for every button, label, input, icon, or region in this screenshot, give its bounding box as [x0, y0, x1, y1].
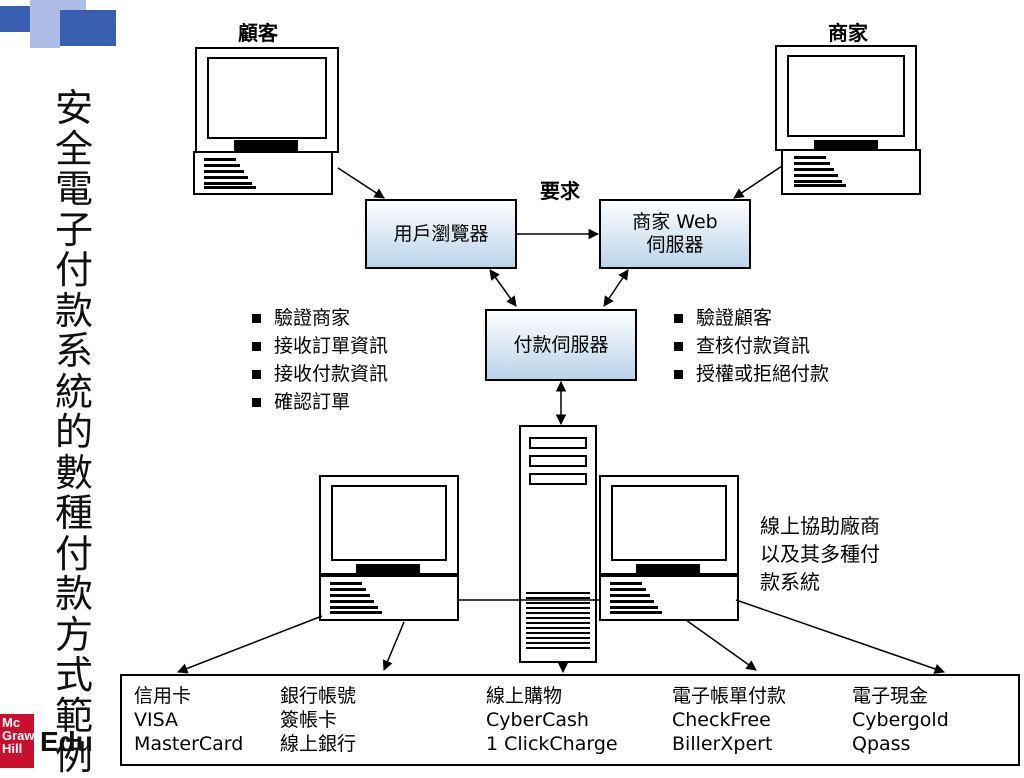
- slide-title-char: 電: [54, 167, 93, 211]
- slide-title-char: 式: [54, 653, 93, 697]
- payment-method-item: BillerXpert: [672, 733, 773, 755]
- list-item: 確認訂單: [250, 388, 388, 416]
- provider-computer-left-icon: [319, 475, 459, 621]
- payment-server-text: 付款伺服器: [513, 333, 609, 356]
- payment-method-item: 線上銀行: [280, 733, 357, 755]
- slide-title-char: 的: [54, 410, 93, 454]
- logo-line: Mc: [2, 715, 21, 730]
- provider-note-line: 款系統: [760, 570, 820, 594]
- merchant-label: 商家: [828, 21, 868, 45]
- tower-server-icon: [519, 425, 597, 663]
- edu-wordmark: Edu: [40, 726, 93, 757]
- payment-method-title: 線上購物: [486, 685, 563, 707]
- provider-computer-right-icon: [599, 475, 739, 621]
- payment-method-item: Cybergold: [852, 709, 949, 731]
- mcgraw-hill-logo: Mc Graw Hill: [0, 714, 35, 768]
- slide-title-char: 子: [54, 207, 93, 252]
- payment-server-box-label: 付款伺服器: [486, 310, 636, 380]
- corner-decoration: [0, 0, 120, 60]
- logo-line: Hill: [2, 741, 23, 756]
- payment-method-e-cash: 電子現金 Cybergold Qpass: [852, 684, 949, 756]
- slide-title-char: 付: [54, 248, 93, 292]
- list-item: 授權或拒絕付款: [672, 360, 829, 388]
- list-item: 驗證商家: [250, 304, 388, 332]
- browser-box-label: 用戶瀏覽器: [366, 200, 516, 268]
- provider-note-line: 以及其多種付: [760, 542, 880, 566]
- browser-box-text: 用戶瀏覽器: [393, 222, 489, 245]
- right-task-list: 驗證顧客 查核付款資訊 授權或拒絕付款: [672, 304, 829, 388]
- slide-title-char: 系: [54, 329, 93, 373]
- payment-method-item: 簽帳卡: [280, 709, 338, 731]
- payment-server-box: [485, 309, 637, 381]
- payment-method-title: 銀行帳號: [280, 685, 357, 707]
- payment-method-credit-card: 信用卡 VISA MasterCard: [134, 684, 243, 756]
- payment-method-bank-account: 銀行帳號 簽帳卡 線上銀行: [280, 684, 356, 756]
- slide-title-char: 付: [54, 531, 93, 576]
- customer-computer-icon: [193, 47, 339, 195]
- provider-note: 線上協助廠商 以及其多種付 款系統: [760, 512, 880, 596]
- customer-label: 顧客: [238, 21, 278, 45]
- list-item: 驗證顧客: [672, 304, 829, 332]
- left-task-list: 驗證商家 接收訂單資訊 接收付款資訊 確認訂單: [250, 304, 388, 416]
- slide-title-char: 款: [54, 288, 93, 333]
- merchant-server-box-label: 商家 Web 伺服器: [600, 200, 750, 268]
- payment-method-item: Qpass: [852, 733, 911, 755]
- slide-title-char: 種: [54, 491, 93, 535]
- slide-title-char: 安: [54, 86, 93, 130]
- payment-method-title: 電子現金: [852, 685, 929, 707]
- merchant-server-line-2: 伺服器: [646, 234, 704, 256]
- list-item: 查核付款資訊: [672, 332, 829, 360]
- slide-title-char: 統: [54, 369, 93, 414]
- merchant-server-box: [599, 199, 751, 269]
- payment-method-title: 電子帳單付款: [672, 685, 787, 707]
- payment-methods-frame: [120, 674, 1020, 766]
- payment-method-item: 1 ClickCharge: [486, 733, 618, 755]
- merchant-server-line-1: 商家 Web: [632, 211, 718, 233]
- payment-method-title: 信用卡: [134, 685, 192, 707]
- slide-title-char: 範: [54, 693, 93, 738]
- payment-method-item: CyberCash: [486, 709, 589, 731]
- provider-note-line: 線上協助廠商: [760, 514, 880, 538]
- list-item: 接收付款資訊: [250, 360, 388, 388]
- slide-title-char: 款: [54, 572, 93, 616]
- flow-arrows: [177, 165, 945, 674]
- payment-method-online-shopping: 線上購物 CyberCash 1 ClickCharge: [486, 684, 618, 756]
- request-label: 要求: [540, 179, 580, 203]
- merchant-computer-icon: [775, 45, 921, 195]
- slide-title-char: 數: [54, 450, 93, 495]
- payment-method-e-billing: 電子帳單付款 CheckFree BillerXpert: [672, 684, 786, 756]
- payment-method-item: CheckFree: [672, 709, 771, 731]
- logo-line: Graw: [2, 728, 35, 743]
- slide-title-char: 全: [54, 126, 93, 171]
- list-item: 接收訂單資訊: [250, 332, 388, 360]
- payment-method-item: VISA: [134, 709, 179, 731]
- slide-title-char: 方: [54, 612, 93, 657]
- payment-method-item: MasterCard: [134, 733, 244, 755]
- slide-title: 安全電子付款系統的數種付款方式範例: [52, 88, 96, 777]
